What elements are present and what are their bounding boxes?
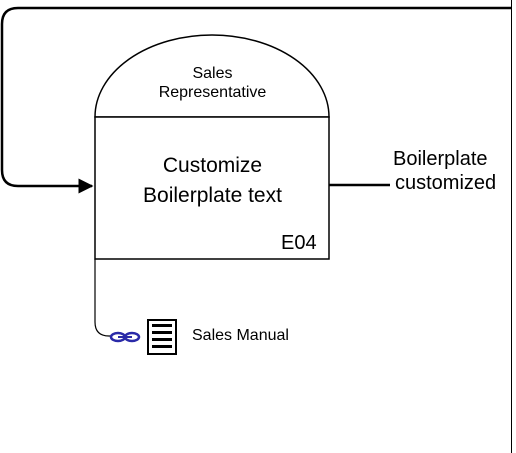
input-connector <box>0 6 511 194</box>
role-label: Sales Representative <box>140 64 285 102</box>
output-label: Boilerplate customized <box>390 148 511 208</box>
resource-label[interactable]: Sales Manual <box>192 327 289 344</box>
activity-title: Customize Boilerplate text <box>100 151 325 211</box>
resource-connector <box>94 259 112 337</box>
output-line-2: customized <box>390 172 497 194</box>
activity-code: E04 <box>281 232 317 254</box>
document-icon[interactable] <box>147 319 177 355</box>
activity-title-line-1: Customize <box>162 154 263 177</box>
page-edge <box>511 0 516 453</box>
role-line-2: Representative <box>158 84 267 101</box>
activity-box[interactable] <box>94 116 330 260</box>
role-line-1: Sales <box>192 65 233 82</box>
output-line-1: Boilerplate <box>393 148 488 170</box>
chain-link-icon <box>109 331 141 343</box>
role-cap[interactable] <box>94 34 330 118</box>
activity-title-line-2: Boilerplate text <box>143 184 282 207</box>
